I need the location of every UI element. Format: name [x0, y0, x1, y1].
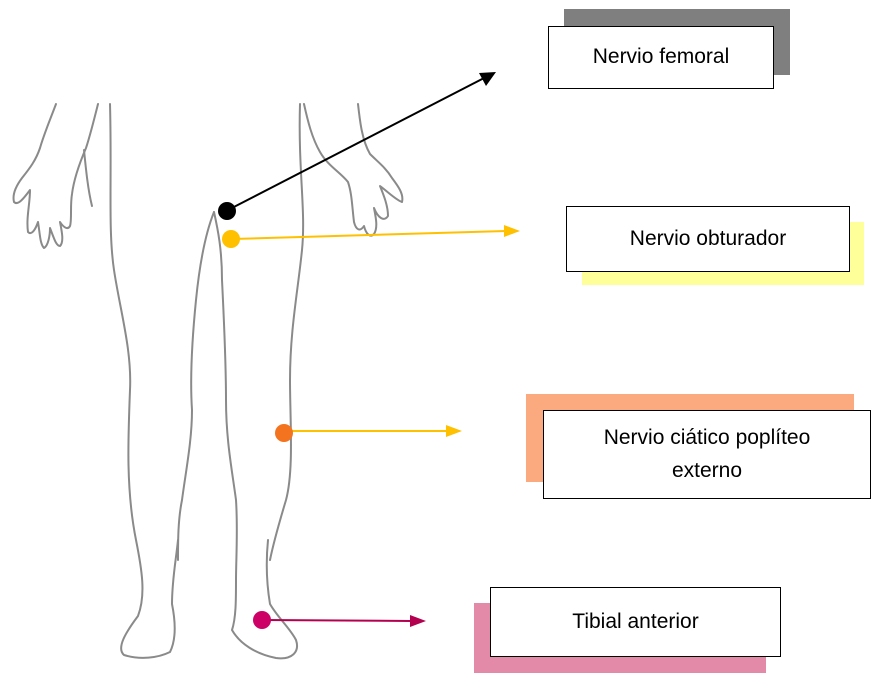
obturador-arrow-line [232, 231, 506, 239]
femoral-arrow-line [228, 77, 486, 210]
left-leg-outer [110, 104, 178, 658]
left-arm-inner [84, 150, 92, 206]
femoral-label: Nervio femoral [548, 26, 774, 89]
left-arm-outline [13, 104, 98, 248]
right-arm-outline [304, 104, 402, 236]
ciatico-label: Nervio ciático poplíteo externo [543, 410, 871, 499]
obturador-marker-dot [222, 230, 240, 248]
body-outline [13, 104, 402, 658]
ciatico-arrowhead [446, 425, 462, 437]
tibial-arrowhead [410, 615, 426, 627]
right-leg-outer [270, 104, 303, 560]
tibial-arrow-line [264, 620, 412, 621]
ciatico-marker-dot [275, 424, 293, 442]
femoral-marker-dot [218, 202, 236, 220]
tibial-marker-dot [253, 611, 271, 629]
left-leg-inner [178, 212, 214, 560]
obturador-arrowhead [504, 225, 520, 237]
obturador-label: Nervio obturador [566, 206, 850, 272]
tibial-label: Tibial anterior [490, 587, 781, 657]
